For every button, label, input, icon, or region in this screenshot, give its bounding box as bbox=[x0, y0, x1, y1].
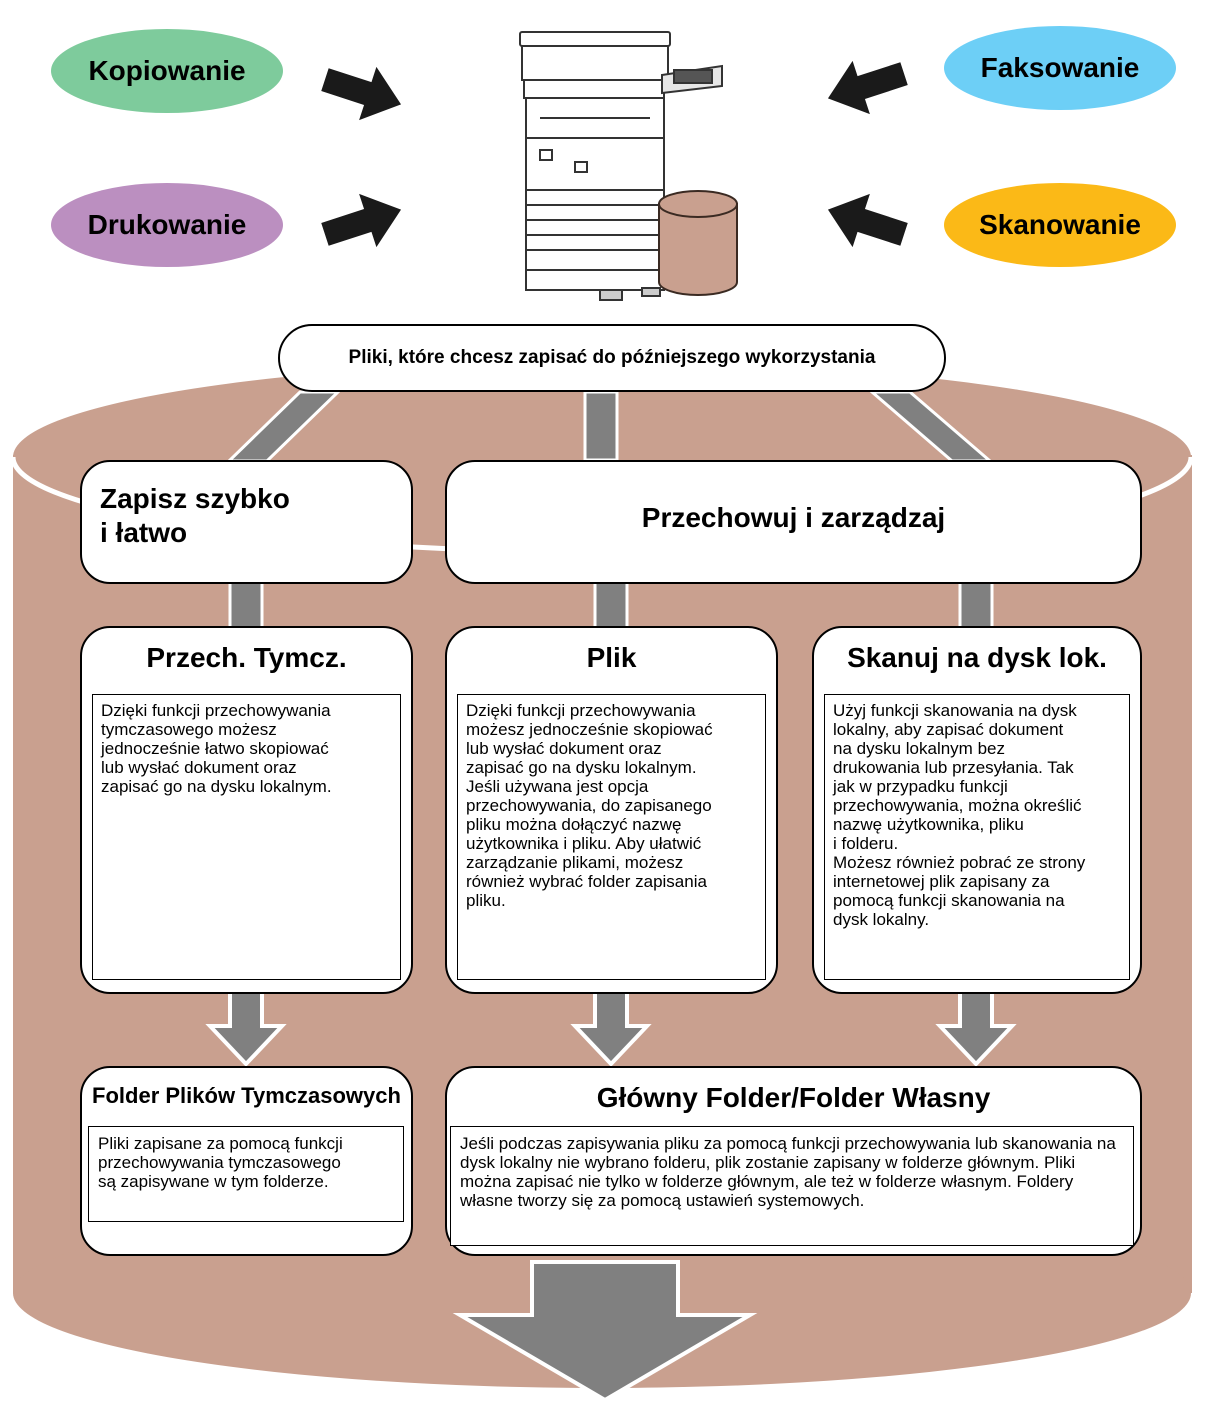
card-folder-temp: Folder Plików Tymczasowych Pliki zapisan… bbox=[80, 1066, 413, 1256]
category-quick: Zapisz szybko i łatwo bbox=[80, 460, 413, 584]
card-method-scan-title: Skanuj na dysk lok. bbox=[847, 642, 1107, 673]
card-method-scan: Skanuj na dysk lok. Użyj funkcji skanowa… bbox=[812, 626, 1142, 994]
arrow-faxing bbox=[827, 60, 908, 115]
oval-printing: Drukowanie bbox=[50, 182, 284, 268]
card-folder-main-title: Główny Folder/Folder Własny bbox=[596, 1082, 991, 1113]
arrow-printing bbox=[321, 193, 402, 248]
category-manage-title: Przechowuj i zarządzaj bbox=[641, 502, 946, 533]
card-method-file-text: Dzięki funkcji przechowywania możesz jed… bbox=[457, 694, 766, 980]
oval-scanning-label: Skanowanie bbox=[979, 209, 1141, 240]
arrow-down-temp bbox=[205, 990, 287, 1067]
category-quick-title: Zapisz szybko i łatwo bbox=[100, 483, 290, 548]
card-folder-temp-text: Pliki zapisane za pomocą funkcji przecho… bbox=[88, 1126, 404, 1222]
arrow-scanning bbox=[827, 193, 908, 248]
oval-faxing-label: Faksowanie bbox=[980, 52, 1140, 83]
arrow-copying bbox=[321, 66, 402, 121]
connector-header-manage bbox=[583, 390, 619, 462]
local-disk-icon bbox=[658, 190, 738, 296]
connector-manage-scan bbox=[958, 580, 994, 630]
card-method-temp: Przech. Tymcz. Dzięki funkcji przechowyw… bbox=[80, 626, 413, 994]
card-method-file-title: Plik bbox=[586, 642, 637, 673]
oval-copying: Kopiowanie bbox=[50, 28, 284, 114]
arrow-down-output bbox=[452, 1260, 758, 1402]
oval-copying-label: Kopiowanie bbox=[88, 55, 246, 86]
card-method-temp-title: Przech. Tymcz. bbox=[146, 642, 347, 673]
card-folder-temp-title: Folder Plików Tymczasowych bbox=[92, 1083, 401, 1108]
oval-scanning: Skanowanie bbox=[943, 182, 1177, 268]
oval-printing-label: Drukowanie bbox=[87, 209, 247, 240]
card-method-file: Plik Dzięki funkcji przechowywania możes… bbox=[445, 626, 778, 994]
oval-faxing: Faksowanie bbox=[943, 25, 1177, 111]
header-pill: Pliki, które chcesz zapisać do późniejsz… bbox=[278, 324, 946, 392]
printer-icon bbox=[519, 31, 723, 301]
card-folder-main: Główny Folder/Folder Własny Jeśli podcza… bbox=[445, 1066, 1142, 1256]
arrow-down-file bbox=[570, 990, 652, 1067]
card-method-temp-text: Dzięki funkcji przechowywania tymczasowe… bbox=[92, 694, 401, 980]
category-manage: Przechowuj i zarządzaj bbox=[445, 460, 1142, 584]
card-folder-main-text: Jeśli podczas zapisywania pliku za pomoc… bbox=[450, 1126, 1134, 1246]
card-method-scan-text: Użyj funkcji skanowania na dysk lokalny,… bbox=[824, 694, 1130, 980]
arrow-down-scan bbox=[935, 990, 1017, 1067]
connector-quick-temp bbox=[228, 580, 264, 630]
connector-manage-file bbox=[593, 580, 629, 630]
